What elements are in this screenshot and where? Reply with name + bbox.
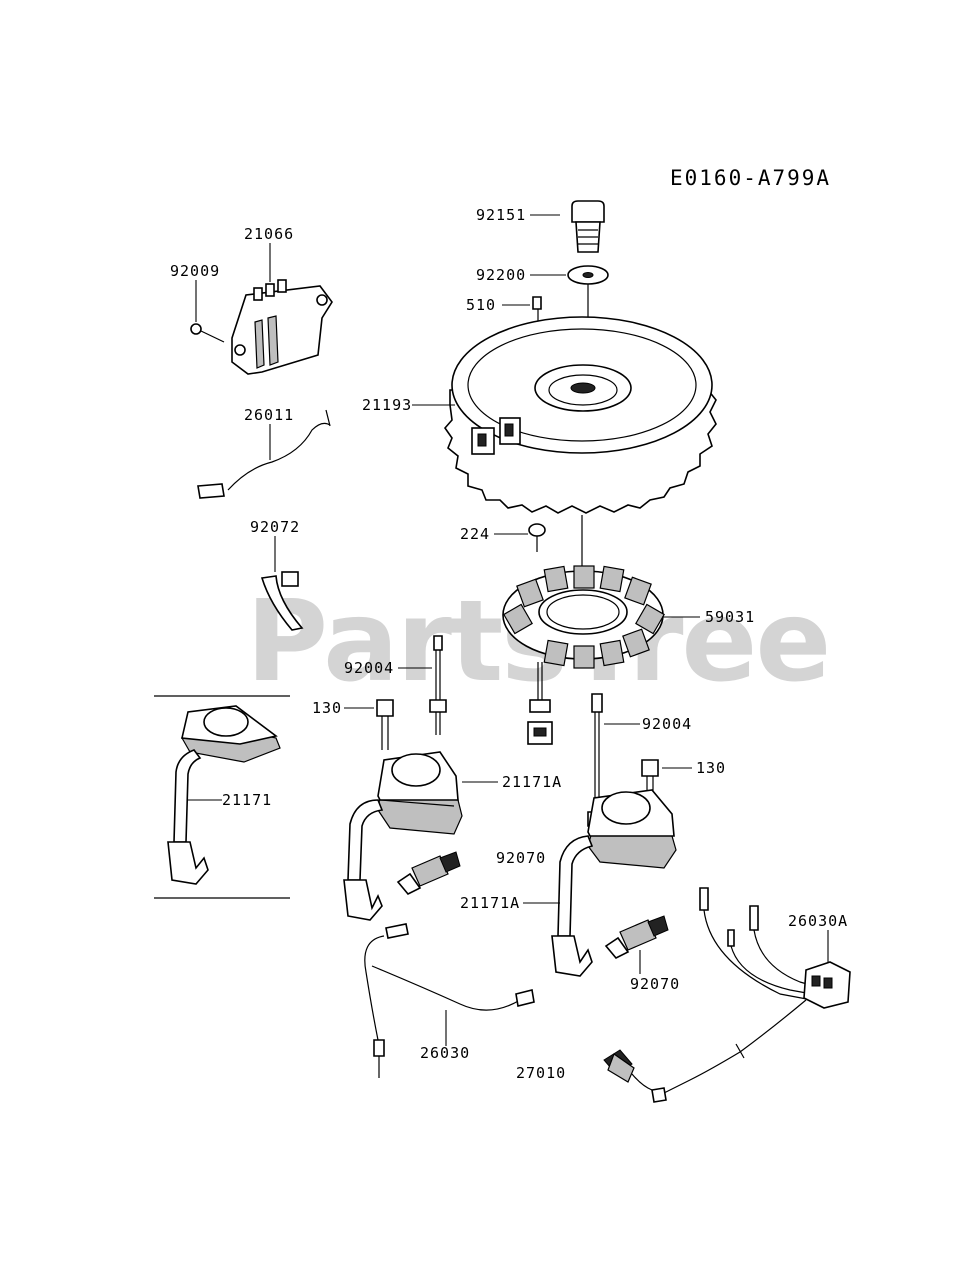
bolt-130-left[interactable]: [376, 699, 394, 750]
spark-plug-92070-upper[interactable]: [396, 851, 461, 895]
label-92200[interactable]: 92200: [476, 266, 526, 284]
label-21171A-left[interactable]: 21171A: [502, 773, 562, 791]
label-27010[interactable]: 27010: [516, 1064, 566, 1082]
label-130-left[interactable]: 130: [312, 699, 342, 717]
label-92151[interactable]: 92151: [476, 206, 526, 224]
flywheel-21193[interactable]: [443, 316, 717, 514]
label-92070-upper[interactable]: 92070: [496, 849, 546, 867]
label-21066[interactable]: 21066: [244, 225, 294, 243]
label-26030A[interactable]: 26030A: [788, 912, 848, 930]
spark-plug-92070-lower[interactable]: [604, 915, 669, 959]
label-59031[interactable]: 59031: [705, 608, 755, 626]
screw-92009[interactable]: [190, 323, 225, 343]
label-21193[interactable]: 21193: [362, 396, 412, 414]
label-92072[interactable]: 92072: [250, 518, 300, 536]
harness-26030A[interactable]: [651, 887, 851, 1103]
label-92004-left[interactable]: 92004: [344, 659, 394, 677]
label-26011[interactable]: 26011: [244, 406, 294, 424]
washer-92200[interactable]: [567, 265, 609, 285]
label-130-right[interactable]: 130: [696, 759, 726, 777]
oil-pressure-switch-27010[interactable]: [603, 1049, 653, 1091]
clamp-92072[interactable]: [260, 571, 304, 631]
bolt-92151[interactable]: [571, 200, 605, 253]
label-92070-lower[interactable]: 92070: [630, 975, 680, 993]
regulator-21066[interactable]: [231, 279, 333, 375]
lead-26011[interactable]: [197, 409, 331, 499]
ignition-coil-21171A-right[interactable]: [551, 789, 677, 977]
label-21171[interactable]: 21171: [222, 791, 272, 809]
diagram-code: E0160-A799A: [670, 166, 831, 190]
label-26030[interactable]: 26030: [420, 1044, 470, 1062]
stator-59031[interactable]: [502, 565, 665, 745]
ignition-coil-21171A-left[interactable]: [343, 751, 463, 921]
label-510[interactable]: 510: [466, 296, 496, 314]
stud-92004-left[interactable]: [429, 635, 447, 735]
label-92004-right[interactable]: 92004: [642, 715, 692, 733]
lead-26030[interactable]: [364, 923, 535, 1078]
label-92009[interactable]: 92009: [170, 262, 220, 280]
label-21171A-right[interactable]: 21171A: [460, 894, 520, 912]
key-510[interactable]: [532, 296, 542, 310]
ignition-coil-21171[interactable]: [167, 705, 281, 885]
screw-224[interactable]: [528, 523, 546, 552]
label-224[interactable]: 224: [460, 525, 490, 543]
